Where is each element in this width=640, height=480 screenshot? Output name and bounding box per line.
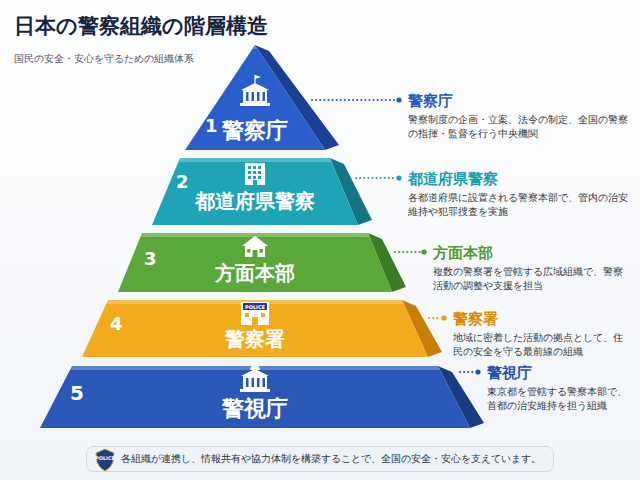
leader-dot <box>396 175 401 180</box>
tier-description: 各都道府県に設置される警察本部で、管内の治安維持や犯罪捜査を実施 <box>408 191 632 218</box>
callout-number: 4 <box>110 314 123 335</box>
tier-label: 都道府県警察 <box>195 190 315 213</box>
caption: 各組織が連携し、情報共有や協力体制を構築することで、全国の安全・安心を支えていま… <box>86 446 554 472</box>
tier-heading: 方面本部 <box>433 243 493 263</box>
leader-dot <box>421 249 426 254</box>
tier-label: 警察庁 <box>222 118 288 143</box>
callout-number: 1 <box>205 116 218 137</box>
leader-line <box>460 371 475 373</box>
leader-dot <box>396 97 401 102</box>
tier-description: 複数の警察署を管轄する広域組織で、警察活動の調整や支援を担当 <box>433 265 632 292</box>
tier-description: 警察制度の企画・立案、法令の制定、全国の警察の指揮・監督を行う中央機関 <box>408 113 632 140</box>
pyramid-tier: 3 方面本部 <box>117 233 408 293</box>
pyramid-tier: 5 警視庁 <box>39 366 486 429</box>
leader-line <box>356 177 396 179</box>
leader-line <box>312 99 396 101</box>
tier-label: 方面本部 <box>215 262 295 285</box>
tier-description: 東京都を管轄する警察本部で、首都の治安維持を担う組織 <box>487 385 632 412</box>
tier-label: 警察署 <box>225 328 285 351</box>
tier-heading: 都道府県警察 <box>408 169 498 189</box>
tier-description: 地域に密着した活動の拠点として、住民の安全を守る最前線の組織 <box>453 331 632 358</box>
title: 日本の警察組織の階層構造 <box>14 12 268 40</box>
leader-dot <box>441 315 446 320</box>
leader-line <box>395 251 421 253</box>
callout-number: 2 <box>176 172 189 193</box>
tier-heading: 警察庁 <box>408 91 453 111</box>
callout-number: 3 <box>144 249 157 270</box>
badge-text: POLICE <box>95 455 115 461</box>
icon-sign: POLICE <box>245 304 265 310</box>
tier-label: 警視庁 <box>222 396 288 421</box>
tier-heading: 警視庁 <box>487 363 532 383</box>
pyramid-tier: 2 都道府県警察 <box>151 158 374 226</box>
leader-line <box>429 317 441 319</box>
subtitle: 国民の安全・安心を守るための組織体系 <box>14 52 194 66</box>
tier-heading: 警察署 <box>453 309 498 329</box>
leader-dot <box>475 369 480 374</box>
callout-number: 5 <box>70 382 84 405</box>
pyramid-tier: 1警察庁 <box>184 45 341 151</box>
